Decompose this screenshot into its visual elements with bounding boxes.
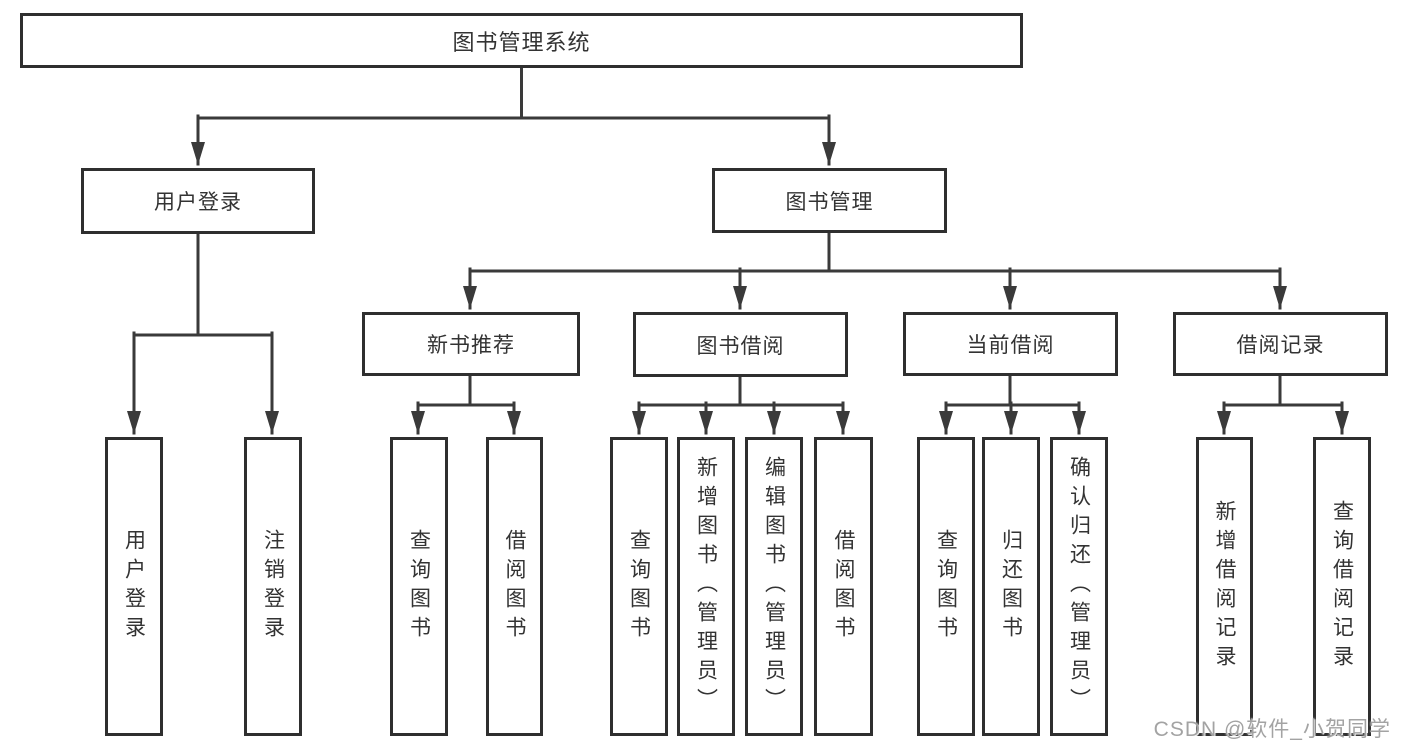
leaf-cb-query-books: 查询图书	[917, 437, 975, 736]
leaf-bb-query-books: 查询图书	[610, 437, 668, 736]
node-book-borrowing: 图书借阅	[633, 312, 848, 377]
node-borrow-records: 借阅记录	[1173, 312, 1388, 376]
leaf-bb-edit-books-admin: 编辑图书（管理员）	[745, 437, 803, 736]
leaf-cb-return-books: 归还图书	[982, 437, 1040, 736]
leaf-label: 借阅图书	[832, 528, 855, 645]
leaf-label: 查询图书	[934, 528, 958, 645]
leaf-user-login: 用户登录	[105, 437, 163, 736]
leaf-label: 注销登录	[261, 528, 285, 645]
leaf-bb-borrow-books: 借阅图书	[814, 437, 873, 736]
leaf-logout: 注销登录	[244, 437, 302, 736]
node-root-system: 图书管理系统	[20, 13, 1023, 68]
leaf-label: 确认归还（管理员）	[1067, 456, 1091, 717]
node-user-login: 用户登录	[81, 168, 315, 234]
leaf-nbr-query-books: 查询图书	[390, 437, 448, 736]
leaf-label: 用户登录	[122, 528, 146, 645]
leaf-nbr-borrow-books: 借阅图书	[486, 437, 543, 736]
leaf-cb-confirm-return-admin: 确认归还（管理员）	[1050, 437, 1108, 736]
leaf-label: 编辑图书（管理员）	[762, 456, 786, 717]
leaf-label: 借阅图书	[503, 528, 526, 645]
leaf-label: 新增借阅记录	[1213, 499, 1236, 674]
leaf-label: 查询图书	[627, 528, 651, 645]
leaf-label: 归还图书	[999, 528, 1023, 645]
node-current-borrowing: 当前借阅	[903, 312, 1118, 376]
leaf-br-query-record: 查询借阅记录	[1313, 437, 1371, 736]
node-book-management: 图书管理	[712, 168, 947, 233]
leaf-br-add-record: 新增借阅记录	[1196, 437, 1253, 736]
leaf-label: 查询图书	[407, 528, 431, 645]
leaf-bb-add-books-admin: 新增图书（管理员）	[677, 437, 735, 736]
node-new-book-recommend: 新书推荐	[362, 312, 580, 376]
leaf-label: 查询借阅记录	[1330, 499, 1354, 674]
csdn-watermark: CSDN @软件_小贺同学	[1153, 718, 1391, 741]
leaf-label: 新增图书（管理员）	[694, 456, 718, 717]
